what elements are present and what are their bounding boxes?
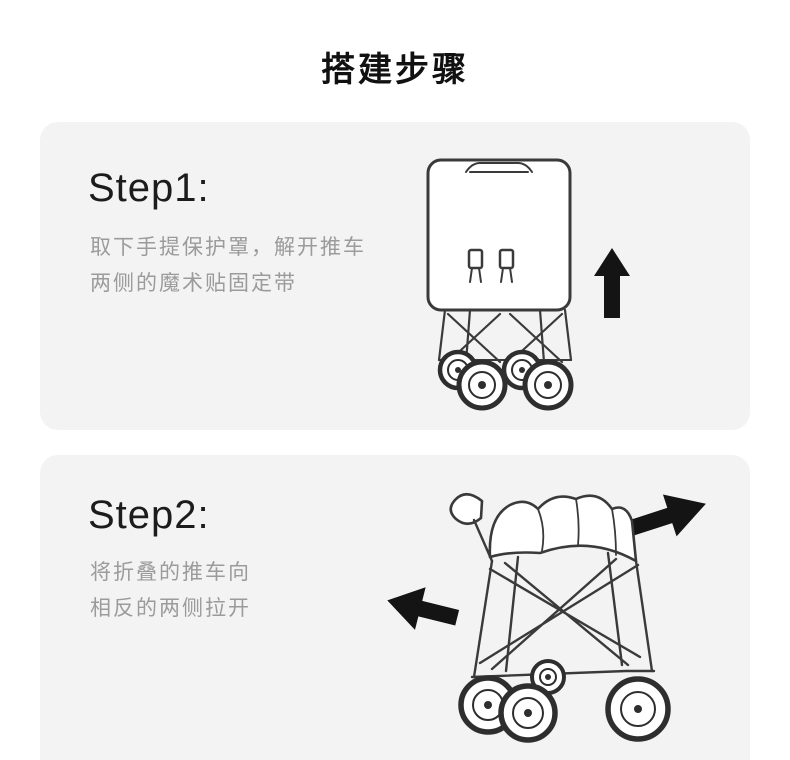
- wagon-handle: [449, 492, 494, 563]
- wheel-front-left: [456, 359, 508, 411]
- wagon-cover: [426, 158, 572, 312]
- folded-wagon-illustration: [426, 158, 630, 411]
- step1-heading: Step1:: [88, 166, 210, 210]
- step1-desc-line1: 取下手提保护罩，解开推车: [90, 236, 366, 259]
- page-title: 搭建步骤: [321, 51, 469, 89]
- unfolding-wagon-illustration: [387, 492, 706, 743]
- arrow-right-up-icon: [621, 494, 706, 538]
- wheel-front-middle: [498, 683, 558, 743]
- step2-heading: Step2:: [88, 493, 210, 537]
- wagon-fabric: [488, 494, 638, 563]
- wheel-right: [605, 676, 671, 742]
- wagon-frame: [470, 551, 656, 679]
- wagon-wheels: [437, 349, 574, 411]
- step2-desc-line1: 将折叠的推车向: [90, 561, 251, 584]
- step1-desc-line2: 两侧的魔术贴固定带: [90, 272, 297, 295]
- step2-description: 将折叠的推车向 相反的两侧拉开: [90, 555, 251, 627]
- wagon-wheels: [458, 659, 671, 743]
- arrow-up-icon: [594, 248, 630, 318]
- step-card-1: Step1: 取下手提保护罩，解开推车 两侧的魔术贴固定带: [40, 122, 750, 430]
- step-card-2: Step2: 将折叠的推车向 相反的两侧拉开: [40, 455, 750, 760]
- step1-description: 取下手提保护罩，解开推车 两侧的魔术贴固定带: [90, 230, 366, 302]
- step2-desc-line2: 相反的两侧拉开: [90, 597, 251, 620]
- wheel-front-right: [522, 359, 574, 411]
- arrow-left-down-icon: [387, 587, 460, 630]
